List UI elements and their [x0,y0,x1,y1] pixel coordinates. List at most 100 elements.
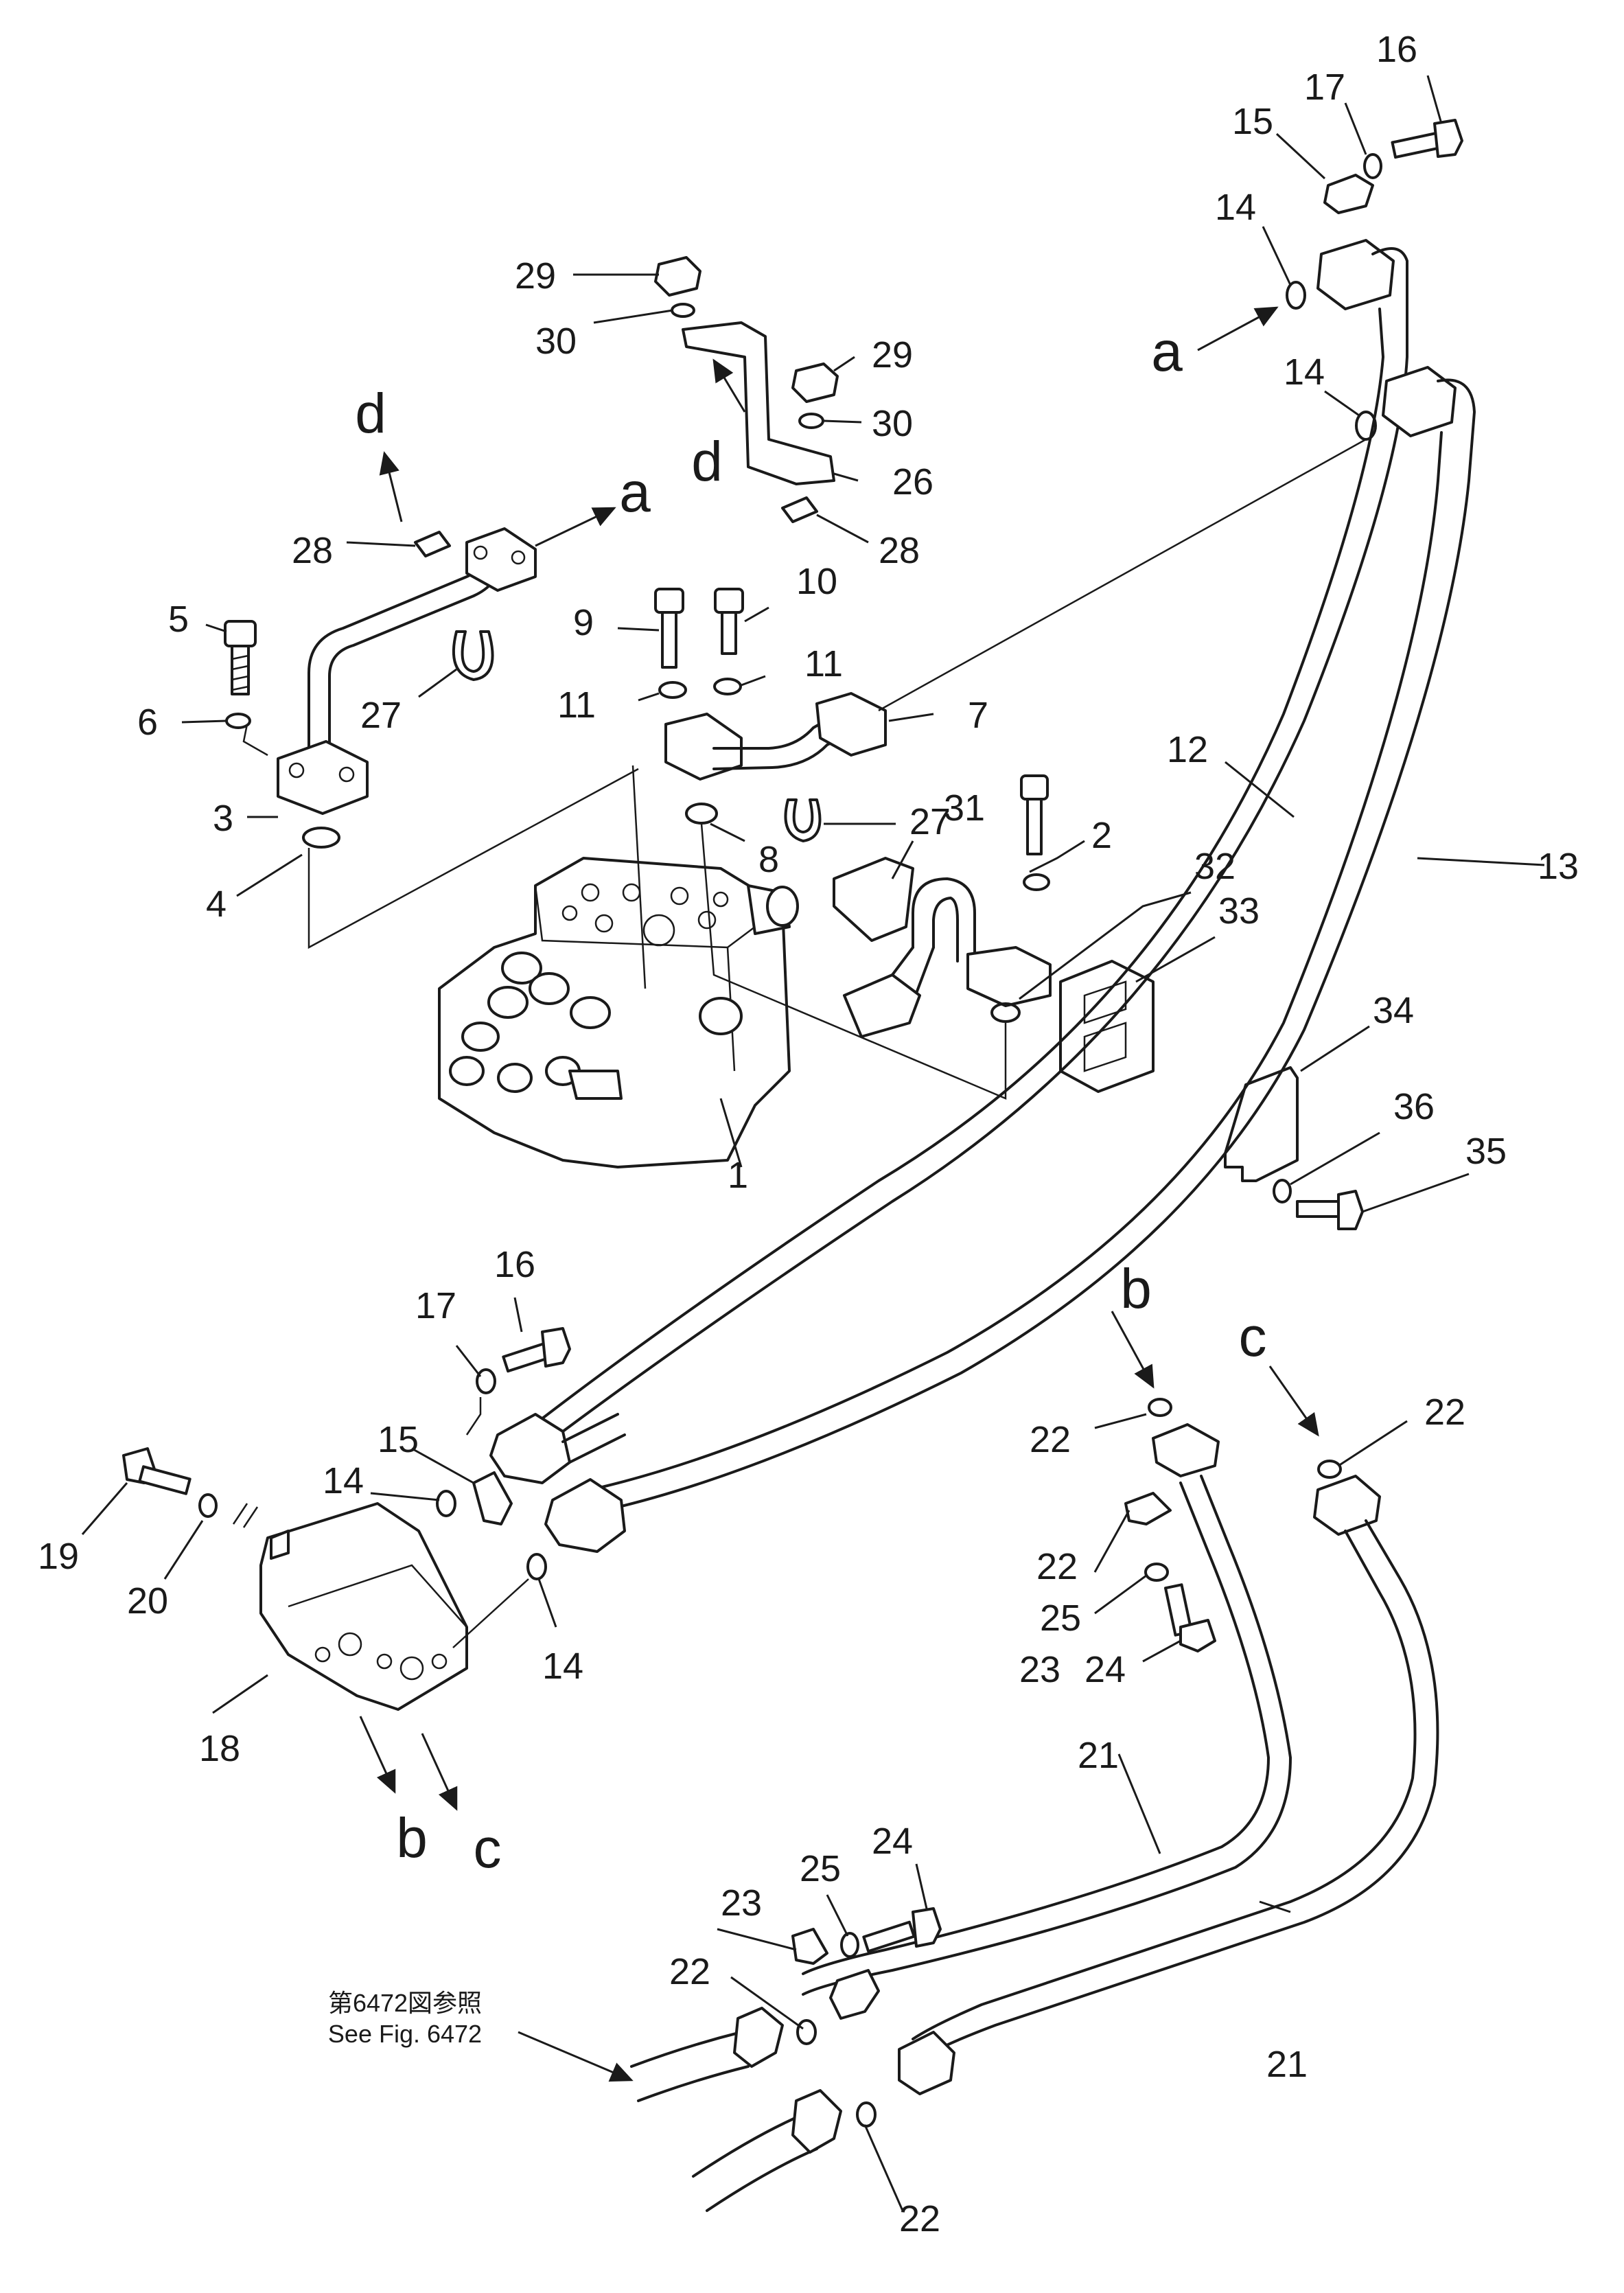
clip-28 [781,496,818,523]
hose-13 [544,366,1476,1553]
assembly-line [878,438,1367,712]
split-flange-15 [1323,174,1374,214]
callout-label: 29 [872,334,913,376]
callout-label: 21 [1266,2044,1308,2085]
callout-label: 4 [206,884,227,925]
o-ring-32 [990,1002,1021,1023]
callout-label: 5 [168,599,189,640]
washer-30 [798,413,824,429]
reference-note: 第6472図参照 See Fig. 6472 [328,1989,482,2048]
callout-label: 14 [1215,187,1256,228]
bolt-10 [714,588,744,655]
callout-label: 33 [1218,890,1260,932]
washer-30 [671,303,695,318]
u-clip-27 [452,630,494,681]
o-ring-14 [1286,281,1306,310]
callout-label: 15 [378,1419,419,1460]
o-ring-22 [856,2101,877,2128]
callout-label: 12 [1167,729,1208,770]
callout-label: 22 [669,1951,710,1992]
connection-letter: d [691,430,723,493]
callout-label: 11 [804,643,843,684]
washer-17 [1363,153,1382,179]
callout-label: 14 [542,1646,583,1687]
o-ring-22 [1317,1460,1342,1479]
callout-label: 23 [1019,1649,1060,1690]
callout-label: 25 [1040,1598,1081,1639]
callout-label: 17 [1304,67,1345,108]
callout-label: 6 [137,702,158,743]
connection-letter: c [1239,1306,1267,1368]
connection-letter: a [619,461,651,524]
callout-label: 28 [292,530,333,571]
washer-17 [476,1368,496,1394]
callout-label: 3 [213,798,233,839]
direction-arrows [359,306,1319,2082]
bolt-24 [862,1907,942,1953]
bolt-5 [224,620,257,695]
washer-25 [1144,1563,1169,1582]
callout-label: 7 [968,695,988,736]
callout-label: 19 [38,1536,79,1577]
connection-letter: d [355,382,386,445]
bolt-9 [654,588,684,669]
o-ring-22 [796,2019,817,2045]
callout-label: 27 [360,695,402,736]
callout-label: 24 [1084,1649,1126,1690]
o-ring-22 [1148,1398,1172,1417]
callout-label: 16 [494,1244,535,1285]
reference-note-english: See Fig. 6472 [328,2020,482,2048]
callout-label: 28 [879,530,920,571]
hose-21-upper [802,1423,1292,2020]
callout-label: 9 [573,602,594,643]
callout-label: 36 [1393,1086,1435,1127]
bracket-31 [833,857,914,942]
callout-label: 11 [557,684,596,726]
washer-11 [713,678,742,695]
callout-label: 21 [1078,1735,1119,1776]
hose-21-lower [898,1475,1439,2095]
callout-label: 26 [892,461,933,503]
callout-label: 31 [944,787,985,829]
callout-label: 22 [1424,1392,1465,1433]
bolt-16 [502,1327,571,1373]
bolt-35 [1296,1190,1364,1230]
callout-label: 1 [728,1155,748,1196]
washer-36 [1273,1179,1292,1203]
callout-label: 2 [1091,815,1112,856]
cover-34 [1224,1066,1299,1182]
leader-lines [81,75,1545,2211]
control-valve [438,857,799,1168]
o-ring-14 [526,1553,547,1580]
washer [1023,873,1050,891]
tube-3 [277,527,537,815]
callout-label: 14 [1284,352,1325,393]
callout-label: 10 [796,561,837,602]
callout-label: 32 [1194,846,1236,887]
bolt-24 [1163,1583,1216,1652]
callout-label: 34 [1373,990,1414,1031]
assembly-line [700,823,1007,1100]
callout-label: 35 [1465,1131,1507,1172]
bolt-16 [1391,119,1463,159]
assembly-line [452,1578,529,1648]
callout-label: 18 [199,1728,240,1769]
callout-label: 22 [1030,1419,1071,1460]
connection-letter: b [396,1807,428,1869]
callout-label: 24 [872,1821,913,1862]
tube-7 [664,692,887,781]
o-ring-14 [436,1490,456,1517]
callout-label: 14 [323,1460,364,1501]
callout-label: 23 [721,1882,762,1924]
reference-note-japanese: 第6472図参照 [328,1989,482,2017]
bracket-26 [682,321,835,485]
callout-label: 8 [758,839,779,880]
washer-11 [658,681,687,699]
bolt-19 [122,1447,192,1495]
drawing [122,119,1476,2212]
callout-label: 22 [1036,1546,1078,1587]
connecting-tubes-fig-6472 [630,2007,842,2212]
washer-20 [198,1493,218,1518]
